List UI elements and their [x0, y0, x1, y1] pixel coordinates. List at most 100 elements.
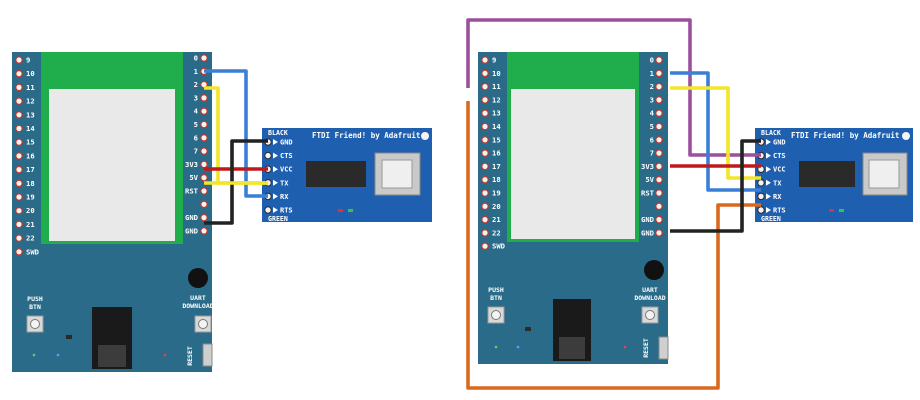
left-ftdi-friend: FTDI Friend! by Adafruit BLACK GREEN GND… [262, 128, 432, 223]
pin-hole[interactable] [655, 162, 663, 171]
pin-hole[interactable] [200, 227, 208, 235]
pin-hole[interactable] [200, 213, 208, 222]
pin-hole[interactable] [655, 122, 663, 131]
pin-hole[interactable] [481, 136, 489, 144]
pin-arrow-icon [273, 179, 278, 186]
uart-download-button[interactable] [194, 315, 212, 333]
pin-label-left: 12 [492, 95, 501, 104]
pin-hole[interactable] [15, 234, 23, 242]
pin-label-left: 17 [492, 162, 501, 171]
pin-label-left: 16 [26, 151, 35, 160]
pin-hole[interactable] [15, 124, 23, 133]
ftdi-pin-hole[interactable] [264, 151, 272, 160]
pin-hole[interactable] [15, 206, 23, 215]
pin-hole[interactable] [655, 69, 663, 78]
pin-hole[interactable] [200, 147, 208, 155]
pin-hole[interactable] [15, 152, 23, 160]
mounting-hole [421, 132, 429, 140]
pin-hole[interactable] [655, 136, 663, 144]
pin-label-right: 3 [650, 95, 654, 104]
pin-arrow-icon [766, 152, 771, 159]
pin-hole[interactable] [481, 189, 489, 197]
pin-label-left: 13 [26, 110, 35, 119]
pin-hole[interactable] [655, 149, 663, 157]
pin-hole[interactable] [15, 110, 23, 119]
pin-hole[interactable] [481, 229, 489, 237]
pin-hole[interactable] [655, 56, 663, 64]
pin-hole[interactable] [200, 134, 208, 142]
pin-arrow-icon [766, 139, 771, 145]
pin-label-right: 1 [194, 67, 198, 76]
wire-blue-tx-rx[interactable] [670, 71, 761, 192]
ftdi-pin-label: RX [773, 193, 782, 201]
pin-hole[interactable] [481, 82, 489, 91]
reset-switch[interactable] [658, 336, 669, 360]
pin-label-left: 9 [26, 56, 30, 65]
pin-hole[interactable] [15, 165, 23, 174]
pin-hole[interactable] [655, 189, 663, 197]
pin-label-left: 15 [26, 138, 35, 147]
wire-black-gnd[interactable] [670, 139, 761, 233]
pin-hole[interactable] [655, 175, 663, 184]
pin-hole[interactable] [200, 160, 208, 169]
pin-hole[interactable] [481, 215, 489, 224]
pin-hole[interactable] [15, 179, 23, 188]
pin-label-right: 2 [194, 80, 198, 89]
ftdi-pin-hole[interactable] [757, 179, 765, 187]
wire-purple-cts[interactable] [466, 18, 761, 157]
pin-hole[interactable] [481, 162, 489, 171]
pin-hole[interactable] [481, 109, 489, 118]
pin-hole[interactable] [655, 96, 663, 104]
pin-label-left: 18 [492, 175, 501, 184]
pin-hole[interactable] [655, 229, 663, 237]
pin-hole[interactable] [655, 215, 663, 224]
uart-download-button[interactable] [641, 306, 659, 324]
pin-hole[interactable] [15, 193, 23, 201]
push-button[interactable] [26, 315, 44, 333]
pin-hole[interactable] [481, 56, 489, 64]
pin-hole[interactable] [15, 69, 23, 78]
pin-hole[interactable] [481, 122, 489, 131]
pin-arrow-icon [273, 193, 278, 200]
pin-label-right: 6 [650, 135, 654, 144]
ftdi-pin-hole[interactable] [264, 206, 272, 214]
pin-hole[interactable] [481, 69, 489, 78]
pin-hole[interactable] [200, 107, 208, 116]
push-button[interactable] [487, 306, 505, 324]
pin-hole[interactable] [200, 94, 208, 102]
pin-label-left: 21 [492, 215, 501, 224]
pin-hole[interactable] [481, 149, 489, 157]
pin-hole[interactable] [15, 56, 23, 64]
wire-blue-tx-rx[interactable] [204, 69, 268, 198]
pin-hole[interactable] [15, 138, 23, 147]
pin-hole[interactable] [655, 109, 663, 118]
pin-hole[interactable] [655, 202, 663, 211]
pin-label-left: SWD [492, 242, 505, 251]
pin-hole[interactable] [655, 82, 663, 91]
pin-hole[interactable] [481, 96, 489, 104]
pin-hole[interactable] [481, 202, 489, 211]
pin-label-right: 3 [194, 93, 198, 102]
wire-yellow-rx-tx[interactable] [670, 86, 761, 180]
pin-hole[interactable] [200, 120, 208, 129]
pin-hole[interactable] [481, 175, 489, 184]
ftdi-pin-label: CTS [280, 152, 293, 160]
wire-orange-rts[interactable] [466, 101, 761, 390]
pin-hole[interactable] [15, 248, 23, 256]
pin-hole[interactable] [15, 83, 23, 92]
reset-switch[interactable] [202, 343, 213, 367]
pin-hole[interactable] [15, 97, 23, 105]
pin-hole[interactable] [200, 173, 208, 182]
pin-hole[interactable] [15, 220, 23, 229]
pin-label-left: 9 [492, 56, 496, 65]
pin-hole[interactable] [200, 200, 208, 209]
ftdi-pin-hole[interactable] [757, 206, 765, 214]
black-label: BLACK [761, 129, 781, 137]
pin-hole[interactable] [200, 187, 208, 195]
ftdi-pin-hole[interactable] [757, 192, 765, 201]
pin-hole[interactable] [481, 242, 489, 251]
pin-hole[interactable] [200, 54, 208, 62]
